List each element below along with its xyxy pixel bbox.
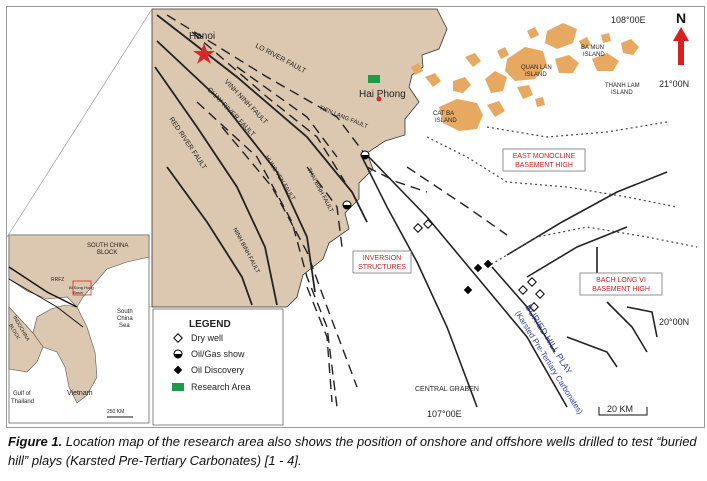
north-label: N — [676, 10, 686, 26]
east-monocline-label-2: BASEMENT HIGH — [515, 162, 573, 169]
dashed-faults — [166, 14, 508, 408]
ba-mun-label-2: ISLAND — [583, 52, 605, 58]
lat-20-label: 20°00N — [659, 317, 689, 327]
cat-ba-label-2: ISLAND — [435, 118, 457, 124]
research-area-marker — [368, 75, 380, 83]
oil-discoveries — [463, 259, 493, 295]
east-monocline-label: EAST MONOCLINE — [513, 153, 576, 160]
dry-wells — [413, 219, 545, 312]
figure-frame: Hanoi Hai Phong LO RIVER FAULT VINH NINH… — [6, 6, 705, 428]
bach-long-vi-box: BACH LONG VI BASEMENT HIGH — [579, 272, 663, 296]
bach-long-vi-label-2: BASEMENT HIGH — [592, 286, 650, 293]
caption-text: Location map of the research area also s… — [8, 434, 697, 468]
quan-lan-label-2: ISLAND — [525, 72, 547, 78]
inset-gulf-label: Gulf of — [13, 391, 31, 397]
scale-bar-label: 20 KM — [607, 404, 633, 414]
inset-map: SOUTH CHINA BLOCK South China Sea INDOCH… — [7, 8, 153, 424]
inset-sea-label: South — [117, 309, 133, 315]
cat-ba-label: CAT BA — [433, 111, 454, 117]
legend-research-area: Research Area — [191, 382, 251, 392]
inversion-label: INVERSION — [363, 255, 402, 262]
dotted-lines — [426, 121, 698, 268]
inset-rrfz-label: RRFZ — [51, 277, 64, 283]
inset-gulf-label-2: Thailand — [11, 399, 34, 405]
ba-mun-label: BA MUN — [581, 45, 604, 51]
legend-title: LEGEND — [189, 319, 231, 330]
city-hanoi: Hanoi — [189, 31, 215, 42]
city-haiphong: Hai Phong — [359, 89, 406, 100]
inset-basin-label-2: Basin — [73, 290, 83, 295]
hanoi-star-icon — [193, 43, 215, 64]
inset-sea-label-2: China — [117, 316, 133, 322]
oil-gas-shows — [342, 150, 370, 210]
figure-caption: Figure 1. Location map of the research a… — [8, 432, 700, 470]
bach-long-vi-label: BACH LONG VI — [596, 277, 646, 284]
land-faults — [154, 14, 368, 306]
offshore-faults — [361, 154, 668, 408]
east-monocline-box: EAST MONOCLINE BASEMENT HIGH — [502, 148, 586, 172]
legend: LEGEND Dry well Oil/Gas show Oil Discove… — [152, 308, 284, 426]
lon-107-label: 107°00E — [427, 409, 462, 419]
north-arrow-icon: N — [673, 10, 689, 65]
caption-label: Figure 1. — [8, 434, 63, 449]
inset-basin-label: Bl Song Hong — [69, 285, 94, 290]
buried-hill-play-subtitle: (Karsted Pre-Tertiary Carbonates) — [513, 309, 584, 416]
legend-oil-gas-show: Oil/Gas show — [191, 349, 245, 359]
quan-lan-label: QUAN LAN — [521, 65, 552, 71]
inset-vietnam-label: Vietnam — [67, 390, 93, 397]
inset-sea-label-3: Sea — [119, 323, 130, 329]
scale-bar: 20 KM — [598, 404, 648, 416]
central-graben-label: CENTRAL GRABEN — [415, 386, 479, 393]
location-map: Hanoi Hai Phong LO RIVER FAULT VINH NINH… — [7, 8, 698, 426]
inset-scale-label: 250 KM — [107, 409, 124, 415]
islands — [411, 23, 639, 131]
inversion-label-2: STRUCTURES — [358, 264, 406, 271]
legend-oil-discovery: Oil Discovery — [191, 365, 245, 375]
thanh-lam-label: THANH LAM — [605, 83, 640, 89]
lon-108-label: 108°00E — [611, 15, 646, 25]
lat-21-label: 21°00N — [659, 79, 689, 89]
inset-south-china-label-2: BLOCK — [97, 250, 117, 256]
legend-dry-well: Dry well — [191, 333, 223, 343]
inversion-box: INVERSION STRUCTURES — [352, 250, 412, 274]
inset-south-china-label: SOUTH CHINA — [87, 243, 128, 249]
thanh-lam-label-2: ISLAND — [611, 90, 633, 96]
